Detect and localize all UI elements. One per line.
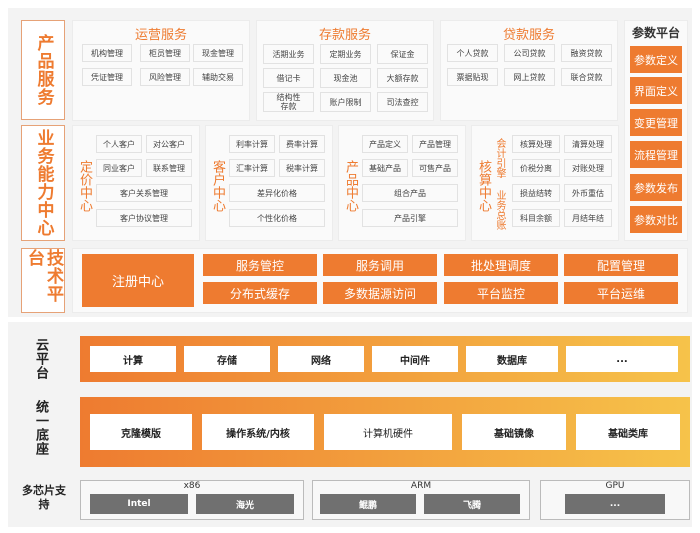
tech-item[interactable]: 分布式缓存 xyxy=(203,282,317,304)
pricing-item[interactable]: 个人客户 xyxy=(96,135,142,153)
customer-label: 客户中心 xyxy=(210,160,225,212)
base-label: 统一底座 xyxy=(33,400,48,456)
chip-kunpeng[interactable]: 鲲鹏 xyxy=(320,494,416,514)
product-center-item[interactable]: 产品管理 xyxy=(412,135,458,153)
chip-gpu-more[interactable]: ... xyxy=(565,494,665,514)
tech-registry-center[interactable]: 注册中心 xyxy=(82,254,194,307)
pricing-item[interactable]: 客户协议管理 xyxy=(96,209,192,227)
customer-item[interactable]: 个性化价格 xyxy=(229,209,325,227)
row-label-tech: 技术平台 xyxy=(21,248,65,313)
customer-item[interactable]: 差异化价格 xyxy=(229,184,325,202)
param-item[interactable]: 变更管理 xyxy=(630,109,682,136)
ops-item[interactable]: 现金管理 xyxy=(193,44,243,62)
ops-item[interactable]: 凭证管理 xyxy=(82,68,132,86)
base-item-clone-template[interactable]: 克隆模版 xyxy=(90,414,192,450)
accounting-sub1: 会计引擎 xyxy=(494,138,505,178)
accounting-item[interactable]: 月结年结 xyxy=(564,209,612,227)
chip-group-gpu-title: GPU xyxy=(605,481,625,491)
deposit-item[interactable]: 活期业务 xyxy=(263,44,314,64)
chip-group-arm-title: ARM xyxy=(410,481,432,491)
base-item-os-kernel[interactable]: 操作系统/内核 xyxy=(202,414,314,450)
customer-item[interactable]: 汇率计算 xyxy=(229,159,275,177)
accounting-item[interactable]: 对账处理 xyxy=(564,159,612,177)
pricing-item[interactable]: 同业客户 xyxy=(96,159,142,177)
cloud-item-network[interactable]: 网络 xyxy=(278,346,364,372)
accounting-item[interactable]: 外币重估 xyxy=(564,184,612,202)
ops-item[interactable]: 风险管理 xyxy=(140,68,190,86)
pricing-label: 定价中心 xyxy=(77,160,92,212)
customer-item[interactable]: 利率计算 xyxy=(229,135,275,153)
deposit-item[interactable]: 司法查控 xyxy=(377,92,428,112)
accounting-item[interactable]: 科目余额 xyxy=(512,209,560,227)
tech-item[interactable]: 多数据源访问 xyxy=(323,282,437,304)
customer-item[interactable]: 税率计算 xyxy=(279,159,325,177)
cloud-item-storage[interactable]: 存储 xyxy=(184,346,270,372)
param-item[interactable]: 界面定义 xyxy=(630,77,682,104)
tech-item[interactable]: 批处理调度 xyxy=(444,254,558,276)
tech-item[interactable]: 平台监控 xyxy=(444,282,558,304)
chip-hygon[interactable]: 海光 xyxy=(196,494,294,514)
accounting-sub2: 业务总账 xyxy=(494,190,505,230)
chips-label: 多芯片支持 xyxy=(22,484,66,511)
deposit-item[interactable]: 现金池 xyxy=(320,68,371,88)
ops-item[interactable]: 机构管理 xyxy=(82,44,132,62)
loan-title: 贷款服务 xyxy=(502,28,555,43)
accounting-item[interactable]: 损益结转 xyxy=(512,184,560,202)
deposit-item[interactable]: 定期业务 xyxy=(320,44,371,64)
loan-item[interactable]: 公司贷款 xyxy=(504,44,555,62)
tech-item[interactable]: 服务调用 xyxy=(323,254,437,276)
product-center-label: 产品中心 xyxy=(343,160,358,212)
row-label-product: 产品服务 xyxy=(21,20,65,120)
param-item[interactable]: 参数定义 xyxy=(630,46,682,73)
cloud-item-middleware[interactable]: 中间件 xyxy=(372,346,458,372)
tech-item[interactable]: 服务管控 xyxy=(203,254,317,276)
loan-item[interactable]: 个人贷款 xyxy=(447,44,498,62)
accounting-label: 核算中心 xyxy=(476,160,491,212)
loan-item[interactable]: 联合贷款 xyxy=(561,68,612,86)
customer-item[interactable]: 费率计算 xyxy=(279,135,325,153)
param-item[interactable]: 参数发布 xyxy=(630,174,682,201)
ops-title: 运营服务 xyxy=(134,28,187,43)
chip-group-x86-title: x86 xyxy=(183,481,201,491)
pricing-item[interactable]: 对公客户 xyxy=(146,135,192,153)
param-item[interactable]: 流程管理 xyxy=(630,141,682,168)
product-center-item[interactable]: 基础产品 xyxy=(362,159,408,177)
deposit-item[interactable]: 结构性 存款 xyxy=(263,92,314,112)
product-center-item[interactable]: 可售产品 xyxy=(412,159,458,177)
param-title: 参数平台 xyxy=(631,26,680,40)
base-item-hardware[interactable]: 计算机硬件 xyxy=(324,414,452,450)
accounting-item[interactable]: 清算处理 xyxy=(564,135,612,153)
cloud-item-database[interactable]: 数据库 xyxy=(466,346,558,372)
base-item-base-image[interactable]: 基础镜像 xyxy=(462,414,566,450)
pricing-item[interactable]: 联系管理 xyxy=(146,159,192,177)
loan-item[interactable]: 网上贷款 xyxy=(504,68,555,86)
loan-item[interactable]: 融资贷款 xyxy=(561,44,612,62)
tech-item[interactable]: 平台运维 xyxy=(564,282,678,304)
loan-item[interactable]: 票据贴现 xyxy=(447,68,498,86)
accounting-item[interactable]: 核算处理 xyxy=(512,135,560,153)
ops-item[interactable]: 柜员管理 xyxy=(140,44,190,62)
deposit-item[interactable]: 保证金 xyxy=(377,44,428,64)
product-center-item[interactable]: 产品定义 xyxy=(362,135,408,153)
tech-item[interactable]: 配置管理 xyxy=(564,254,678,276)
product-center-item[interactable]: 产品引擎 xyxy=(362,209,458,227)
accounting-item[interactable]: 价税分离 xyxy=(512,159,560,177)
deposit-item[interactable]: 账户限制 xyxy=(320,92,371,112)
deposit-item[interactable]: 借记卡 xyxy=(263,68,314,88)
chip-intel[interactable]: Intel xyxy=(90,494,188,514)
product-center-item[interactable]: 组合产品 xyxy=(362,184,458,202)
pricing-item[interactable]: 客户关系管理 xyxy=(96,184,192,202)
base-item-base-library[interactable]: 基础类库 xyxy=(576,414,680,450)
param-item[interactable]: 参数对比 xyxy=(630,206,682,233)
cloud-label: 云平台 xyxy=(33,338,48,380)
cloud-item-compute[interactable]: 计算 xyxy=(90,346,176,372)
row-label-business: 业务能力中心 xyxy=(21,125,65,241)
deposit-item[interactable]: 大额存款 xyxy=(377,68,428,88)
cloud-item-more[interactable]: ... xyxy=(566,346,678,372)
deposit-title: 存款服务 xyxy=(318,28,371,43)
chip-phytium[interactable]: 飞腾 xyxy=(424,494,520,514)
ops-item[interactable]: 辅助交易 xyxy=(193,68,243,86)
